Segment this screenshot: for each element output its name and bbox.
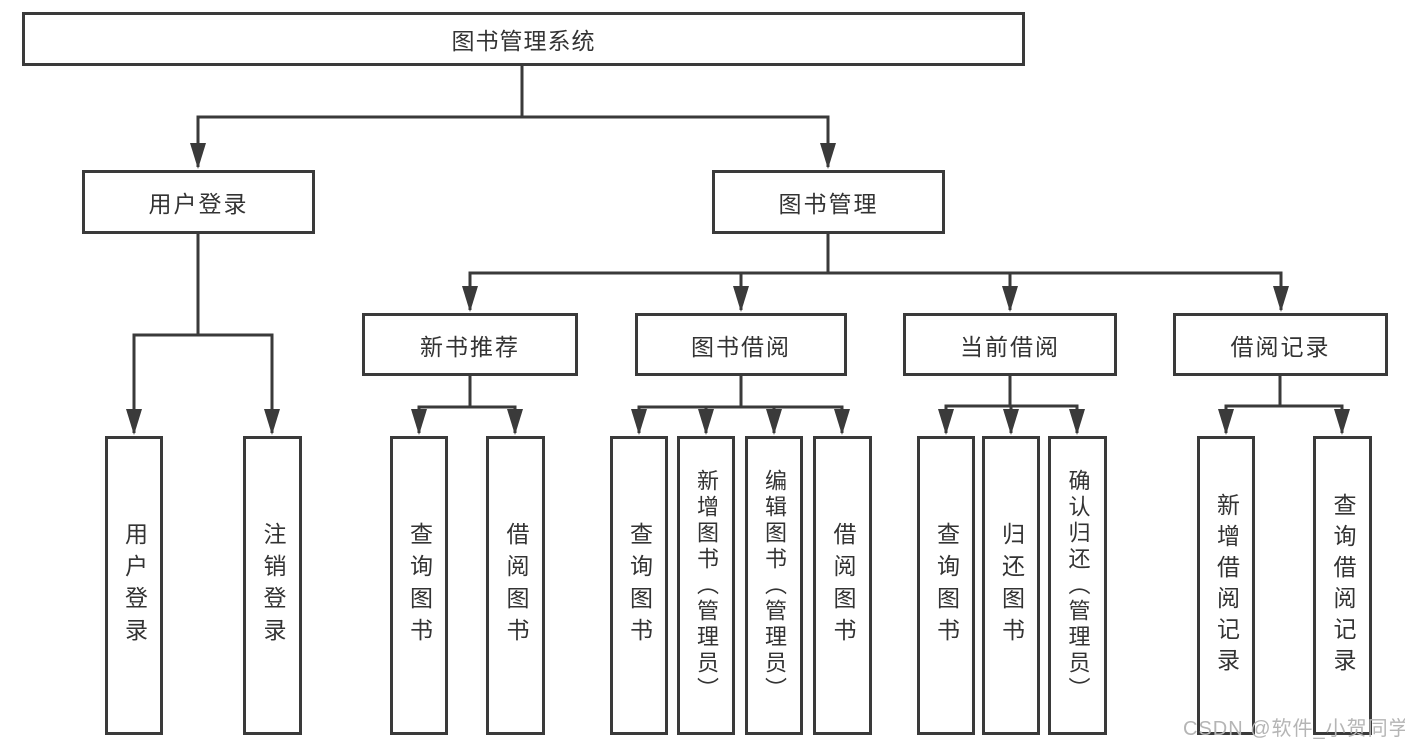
leaf-label: 归还图书 xyxy=(998,521,1025,650)
leaf-borrow-books: 借阅图书 xyxy=(813,436,872,735)
leaf-query-books-borrow: 查询图书 xyxy=(610,436,668,735)
leaf-logout: 注销登录 xyxy=(243,436,302,735)
leaf-label: 用户登录 xyxy=(121,521,148,650)
watermark: CSDN @软件_小贺同学 xyxy=(1183,718,1405,740)
leaf-label: 注销登录 xyxy=(260,521,286,650)
leaf-user-login: 用户登录 xyxy=(105,436,163,735)
leaf-label: 查询图书 xyxy=(933,521,960,650)
leaf-query-books-current: 查询图书 xyxy=(917,436,975,735)
node-borrow-records: 借阅记录 xyxy=(1173,313,1388,376)
leaf-label: 借阅图书 xyxy=(503,521,529,650)
node-book-borrow: 图书借阅 xyxy=(635,313,847,376)
arrowheads xyxy=(126,143,1350,435)
leaf-add-borrow-record: 新增借阅记录 xyxy=(1197,436,1255,735)
node-book-management: 图书管理 xyxy=(712,170,945,234)
leaf-label: 借阅图书 xyxy=(830,521,856,650)
leaf-query-books-recommend: 查询图书 xyxy=(390,436,448,735)
leaf-label: 确认归还（管理员） xyxy=(1065,468,1091,703)
leaf-query-borrow-record: 查询借阅记录 xyxy=(1313,436,1372,735)
leaf-label: 编辑图书（管理员） xyxy=(762,468,787,703)
node-root-system: 图书管理系统 xyxy=(22,12,1025,66)
leaf-label: 查询图书 xyxy=(406,521,433,650)
leaf-add-book-admin: 新增图书（管理员） xyxy=(677,436,735,735)
leaf-confirm-return-admin: 确认归还（管理员） xyxy=(1048,436,1107,735)
node-new-book-recommend: 新书推荐 xyxy=(362,313,578,376)
leaf-borrow-books-recommend: 借阅图书 xyxy=(486,436,545,735)
leaf-return-book: 归还图书 xyxy=(982,436,1040,735)
node-current-borrow: 当前借阅 xyxy=(903,313,1117,376)
node-user-login: 用户登录 xyxy=(82,170,315,234)
leaf-edit-book-admin: 编辑图书（管理员） xyxy=(745,436,803,735)
leaf-label: 新增借阅记录 xyxy=(1213,492,1240,679)
leaf-label: 新增图书（管理员） xyxy=(694,468,719,703)
leaf-label: 查询图书 xyxy=(626,521,653,650)
leaf-label: 查询借阅记录 xyxy=(1330,492,1356,679)
